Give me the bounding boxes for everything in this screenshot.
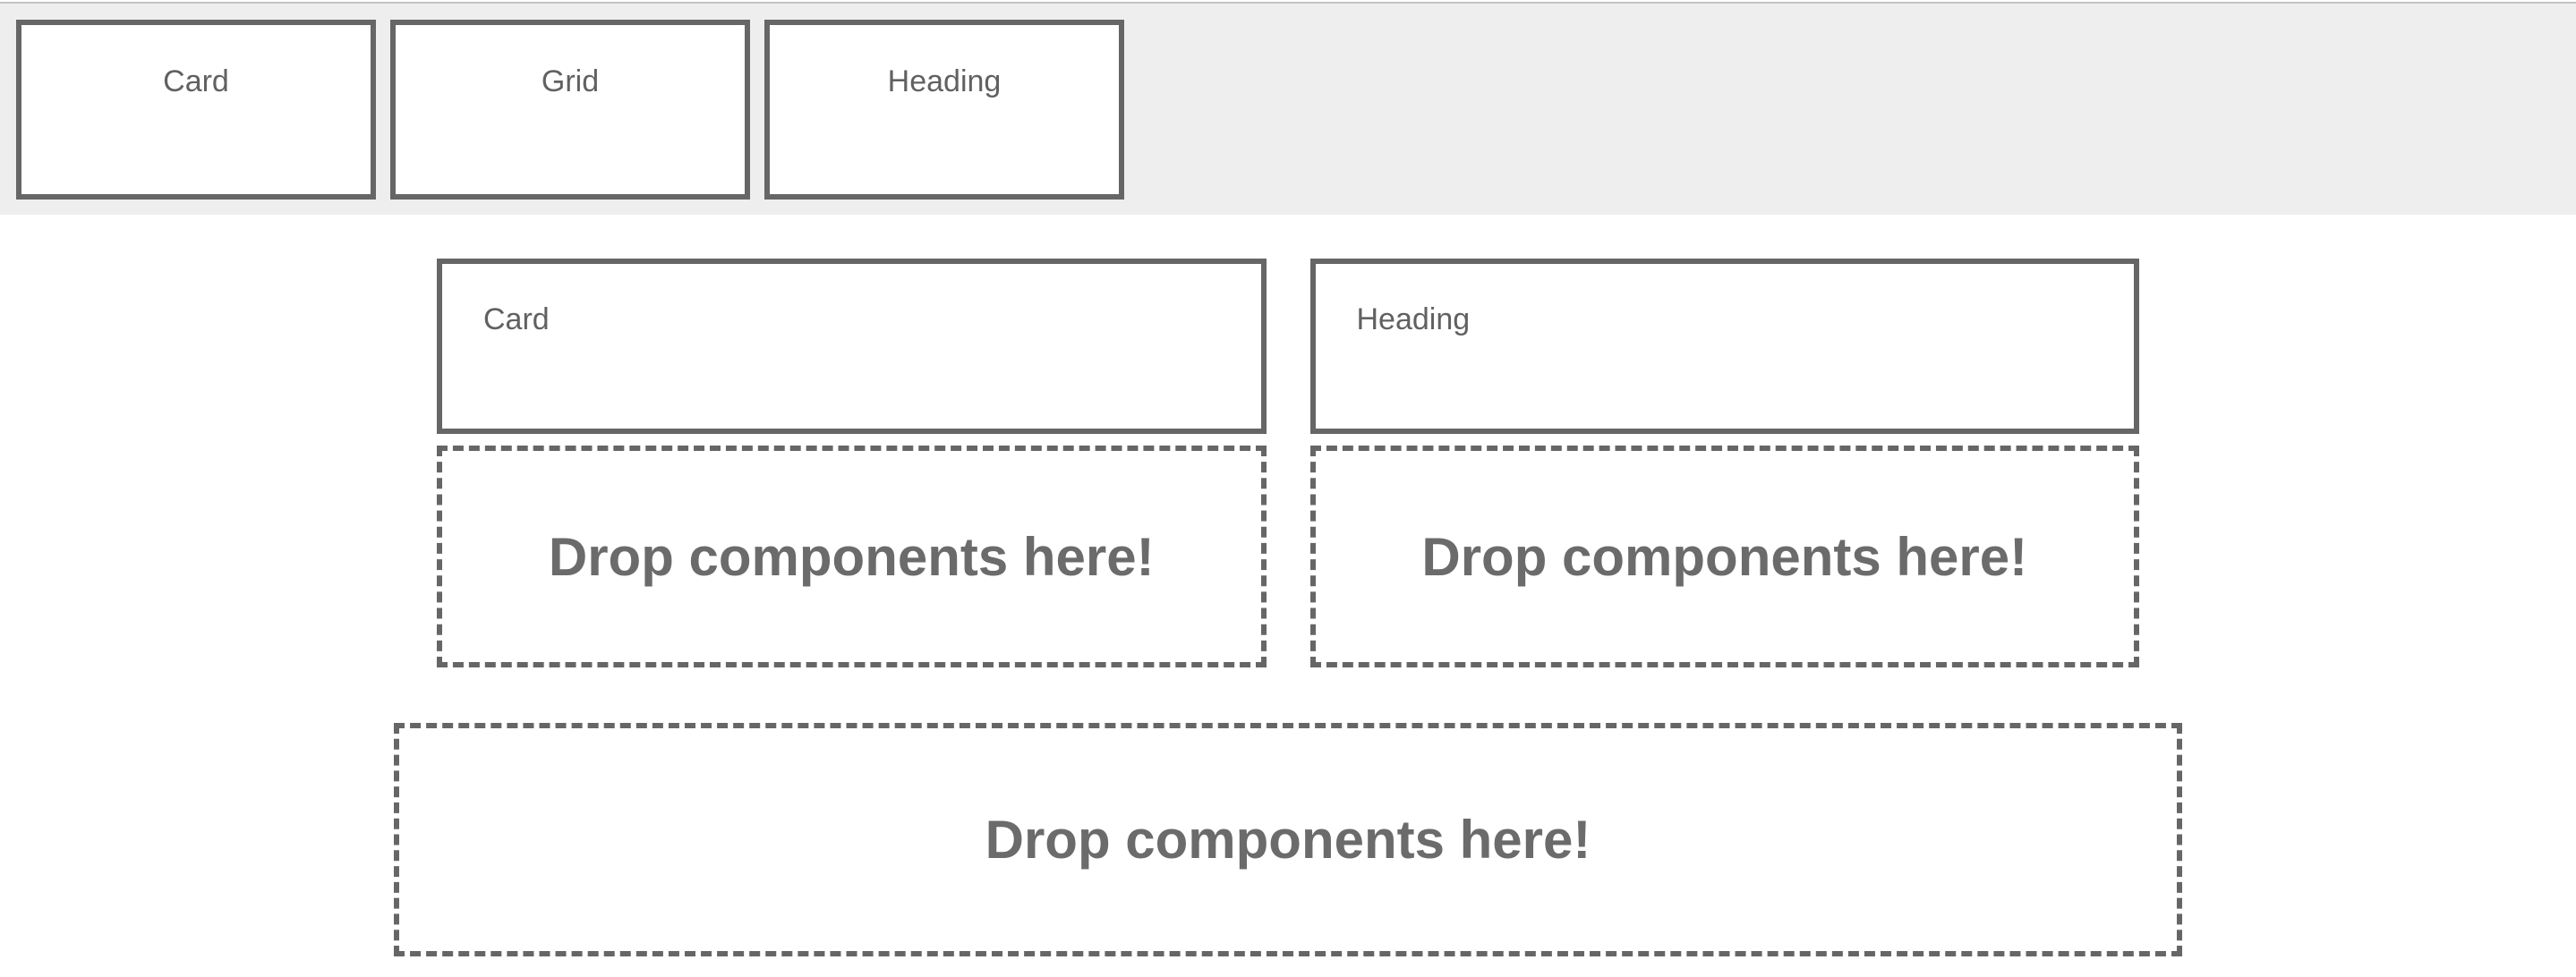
dropzone-right-column[interactable]: Drop components here! <box>1309 446 2139 667</box>
canvas-component-label: Card <box>483 302 550 336</box>
builder-canvas: Card Drop components here! Heading Drop … <box>394 259 2182 956</box>
palette-item-label: Heading <box>887 64 1002 98</box>
canvas-column-left: Card Drop components here! <box>437 259 1267 667</box>
canvas-component-label: Heading <box>1356 302 1471 336</box>
canvas-column-right: Heading Drop components here! <box>1309 259 2139 667</box>
palette-item-label: Card <box>163 64 229 98</box>
palette-item-grid[interactable]: Grid <box>390 20 750 200</box>
dropzone-text: Drop components here! <box>1421 526 2028 587</box>
dropzone-left-column[interactable]: Drop components here! <box>437 446 1267 667</box>
canvas-row: Card Drop components here! Heading Drop … <box>394 259 2182 667</box>
dropzone-text: Drop components here! <box>985 810 1591 870</box>
component-palette: Card Grid Heading <box>0 2 2576 215</box>
palette-item-card[interactable]: Card <box>16 20 376 200</box>
dropzone-main[interactable]: Drop components here! <box>394 723 2182 956</box>
dropzone-text: Drop components here! <box>548 526 1155 587</box>
palette-item-heading[interactable]: Heading <box>764 20 1124 200</box>
canvas-component-heading[interactable]: Heading <box>1309 259 2139 434</box>
canvas-component-card[interactable]: Card <box>437 259 1267 434</box>
palette-item-label: Grid <box>541 64 600 98</box>
